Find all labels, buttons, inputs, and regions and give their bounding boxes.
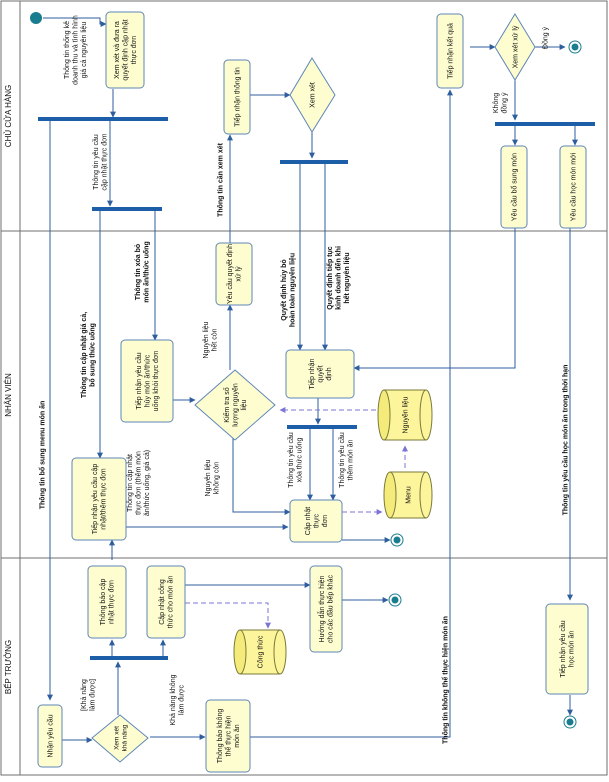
data-stores bbox=[233, 389, 433, 675]
end-node-staff bbox=[390, 533, 404, 547]
flow-add-to-staff bbox=[353, 228, 516, 371]
store-recipe bbox=[233, 629, 287, 675]
label-agree: Đồng ý bbox=[540, 26, 549, 49]
label-recipe-store: Công thức bbox=[257, 635, 264, 668]
label-receive-info: Tiếp nhận thông tin bbox=[232, 67, 241, 127]
dataflow-recipe bbox=[185, 602, 271, 629]
activity-request-decision bbox=[215, 242, 253, 306]
activity-receive-update bbox=[71, 457, 127, 541]
activity-guide bbox=[309, 565, 343, 653]
lane-title-owner: CHỦ CỬA HÀNG bbox=[4, 85, 13, 147]
activities bbox=[37, 11, 589, 773]
activity-receive-request bbox=[37, 704, 63, 768]
activity-review-decide bbox=[105, 11, 145, 89]
label-add-food: Thông tin bổ sung menu món ăn bbox=[38, 401, 46, 510]
label-menu-store: Menu bbox=[405, 486, 412, 504]
flow-start-to-review bbox=[43, 17, 107, 27]
start-node bbox=[30, 12, 42, 24]
control-flows bbox=[43, 17, 578, 743]
label-request-add: Yêu cầu bổ sung món bbox=[509, 153, 518, 221]
sync-bars bbox=[38, 117, 595, 660]
activity-request-add bbox=[500, 145, 528, 229]
end-nodes bbox=[388, 40, 582, 729]
activity-receive-result bbox=[436, 13, 464, 89]
label-consider: Xem xét bbox=[309, 82, 316, 108]
fork-bar-owner-1 bbox=[38, 117, 168, 121]
label-learn-info: Thông tin yêu cầu học món ăn trong thời … bbox=[560, 365, 569, 516]
activity-receive-decision bbox=[285, 349, 355, 399]
fork-bar-chef bbox=[90, 656, 168, 660]
store-ingredients bbox=[377, 389, 433, 441]
data-flows bbox=[185, 407, 408, 629]
fork-bar-owner-4 bbox=[495, 122, 595, 126]
fork-bar-owner-2 bbox=[92, 207, 162, 211]
activity-receive-learn bbox=[545, 603, 589, 695]
end-node-chef-learn bbox=[563, 715, 577, 729]
flow-check-to-update bbox=[232, 430, 291, 515]
activity-notify-cannot bbox=[205, 699, 251, 773]
label-receive-request: Nhận yêu cầu bbox=[45, 714, 54, 757]
fork-bar-staff bbox=[287, 425, 357, 429]
activity-notify-update bbox=[87, 565, 127, 639]
activity-update-recipe bbox=[146, 565, 186, 639]
lane-title-chef: BẾP TRƯỞNG bbox=[3, 640, 13, 694]
decision-check-ability bbox=[91, 714, 149, 763]
label-check-ability: Xem xétkhả năng bbox=[113, 724, 128, 751]
activity-receive-remove bbox=[120, 339, 174, 423]
label-price-update: Thông tin cập nhật giá cả,bổ sung thức u… bbox=[81, 312, 97, 398]
fork-bar-owner-3 bbox=[280, 160, 348, 164]
label-review-handle: Xem xét xử lý bbox=[511, 25, 519, 68]
label-need-review: Thông tin cần xem xét bbox=[215, 142, 224, 217]
activity-update-menu bbox=[289, 499, 343, 543]
label-ingredients-store: Nguyên liệu bbox=[402, 396, 409, 433]
label-cannot-do: Thông tin không thể thực hiện món ăn bbox=[441, 616, 449, 744]
activity-receive-info bbox=[223, 59, 251, 135]
flow-cannot-to-owner bbox=[250, 89, 453, 738]
decisions bbox=[91, 13, 536, 763]
end-node-chef-guide bbox=[388, 593, 402, 607]
end-node-owner bbox=[568, 40, 582, 54]
label-receive-result: Tiếp nhận kết quả bbox=[445, 23, 454, 79]
decision-check-stock bbox=[194, 369, 276, 441]
decision-consider bbox=[289, 57, 336, 133]
decision-review-handle bbox=[494, 13, 536, 81]
label-request-learn: Yêu cầu học món mới bbox=[568, 152, 577, 221]
lane-title-staff: NHÂN VIÊN bbox=[4, 373, 13, 417]
activity-request-learn bbox=[559, 145, 587, 229]
store-menu bbox=[383, 471, 433, 519]
